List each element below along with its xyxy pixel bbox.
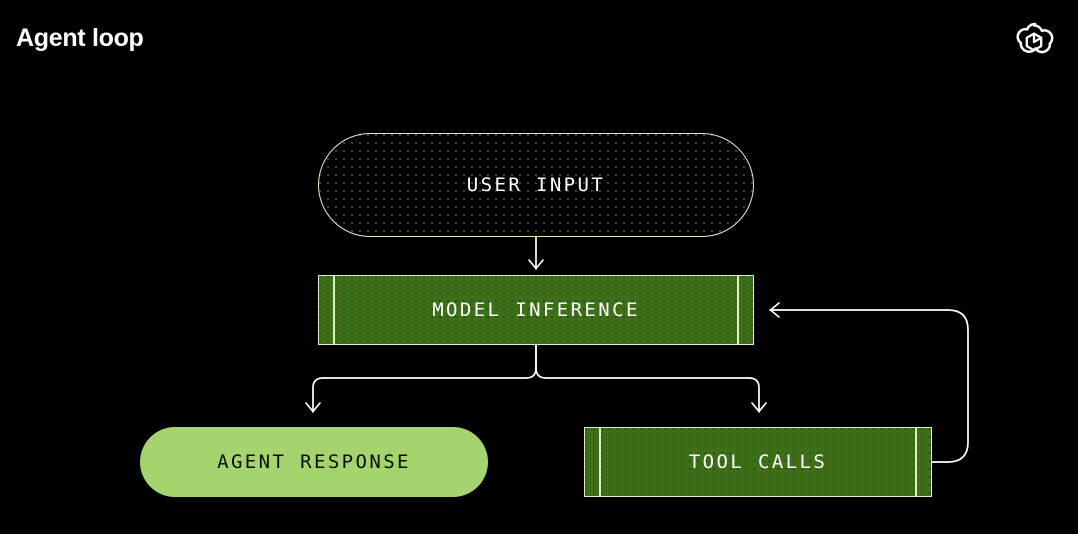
node-user-input-label: USER INPUT xyxy=(466,174,606,196)
openai-logo-icon xyxy=(1010,16,1058,64)
node-agent-response[interactable]: AGENT RESPONSE xyxy=(140,427,488,497)
edge-inference-to-tools xyxy=(535,344,767,413)
node-tool-calls[interactable]: TOOL CALLS xyxy=(584,427,932,497)
node-agent-response-label: AGENT RESPONSE xyxy=(217,451,411,473)
edge-input-to-inference xyxy=(528,236,544,270)
process-rail-right-icon xyxy=(915,428,917,496)
node-model-inference[interactable]: MODEL INFERENCE xyxy=(318,275,754,345)
process-rail-left-icon xyxy=(599,428,601,496)
node-tool-calls-label: TOOL CALLS xyxy=(688,451,828,473)
page-title: Agent loop xyxy=(16,24,144,52)
process-rail-left-icon xyxy=(333,276,335,344)
node-user-input[interactable]: USER INPUT xyxy=(318,133,754,237)
node-model-inference-label: MODEL INFERENCE xyxy=(432,299,640,321)
edge-inference-to-response xyxy=(305,344,537,413)
process-rail-right-icon xyxy=(737,276,739,344)
